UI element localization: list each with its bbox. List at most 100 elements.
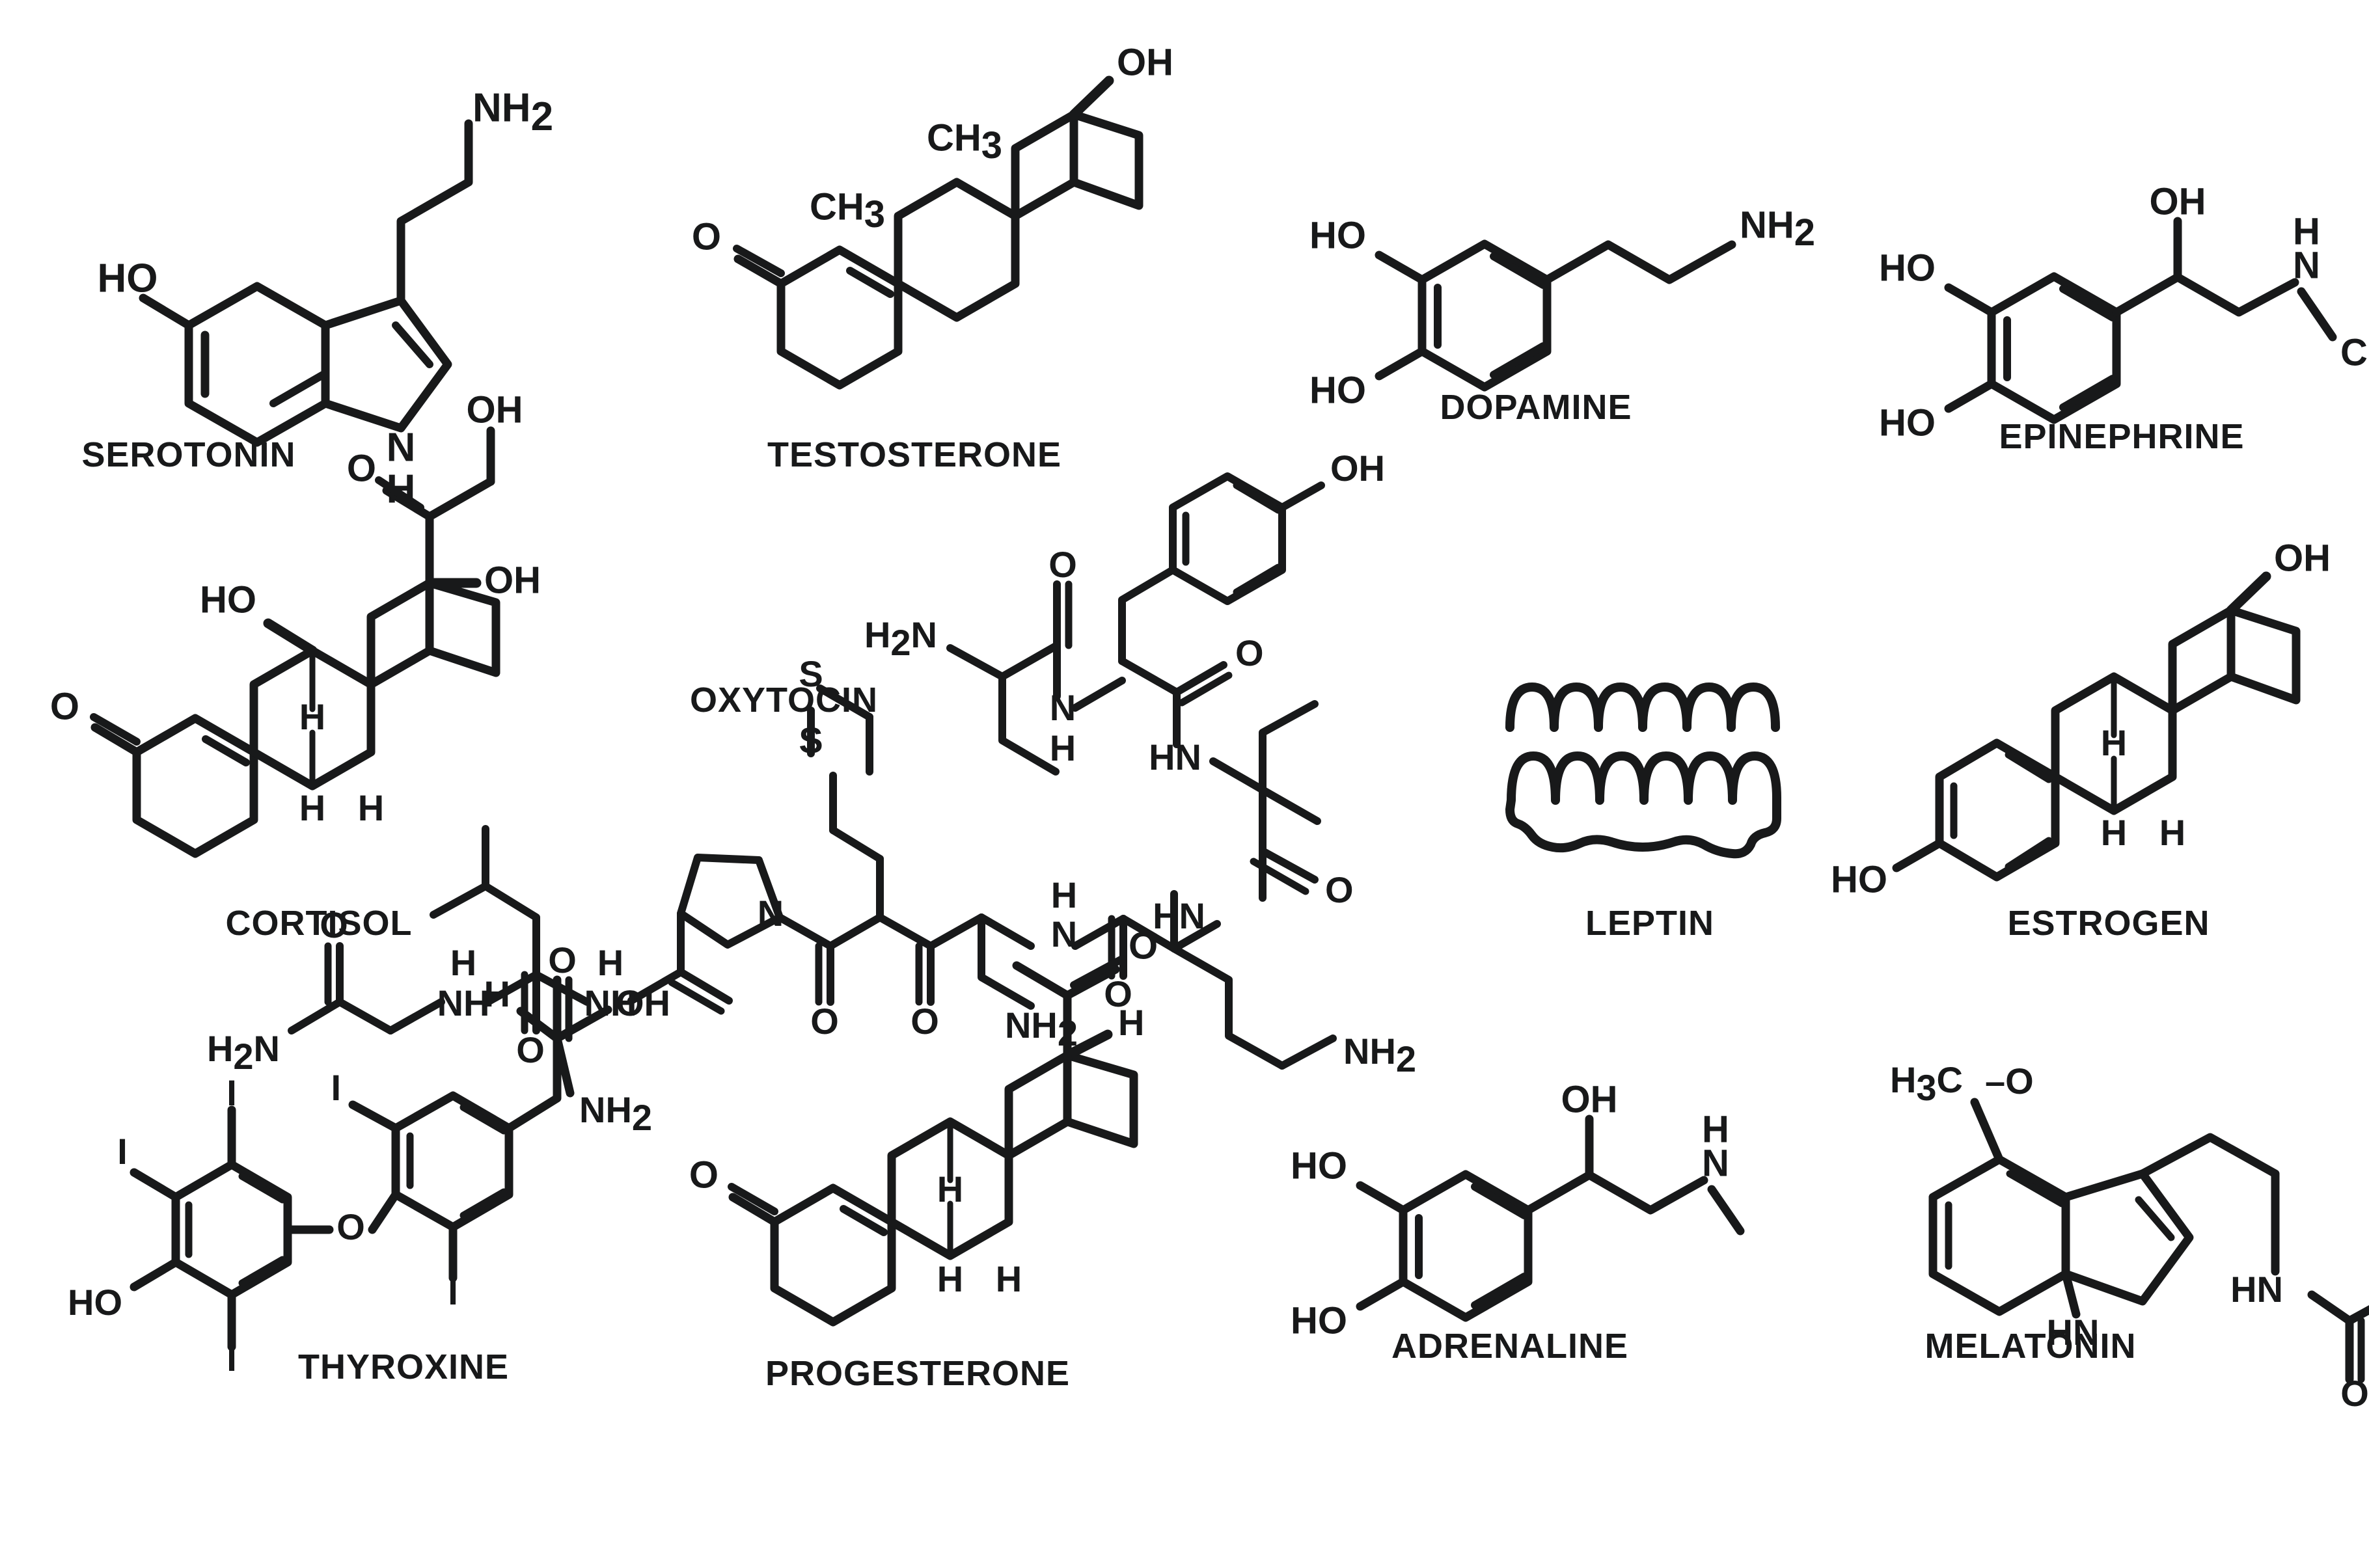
atom-label-o-1: O	[1048, 544, 1077, 585]
atom-label-hn-amide: HN	[2230, 1269, 2283, 1310]
atom-label-h2n-term: H2N	[207, 1028, 280, 1077]
atom-label-h-3: H	[996, 1258, 1022, 1299]
atom-label-h-alpha: H	[484, 973, 510, 1014]
molecule-estrogen: HO OH H H H	[1831, 537, 2331, 911]
atom-label-s-1: S	[799, 720, 823, 761]
atom-label-oh: OH	[1117, 41, 1173, 83]
atom-label-s-2: S	[799, 653, 823, 694]
atom-label-o-2: O	[1235, 632, 1264, 673]
molecule-testosterone: CH3 CH3 OH O	[692, 41, 1173, 436]
atom-label-ho-top: HO	[1309, 214, 1366, 256]
label-cortisol: CORTISOL	[225, 904, 413, 943]
atom-label-nh2-gln: NH2	[1343, 1031, 1416, 1079]
atom-label-o-6: O	[810, 1001, 839, 1042]
atom-label-o-acetyl: O	[1129, 925, 1158, 967]
atom-label-oh: OH	[2150, 180, 2206, 223]
atom-label-o-3: O	[1325, 869, 1354, 910]
atom-label-o-7: O	[516, 1029, 545, 1070]
label-estrogen: ESTROGEN	[2007, 904, 2210, 943]
atom-label-nh2: NH2	[579, 1089, 652, 1138]
atom-label-oh-acid: OH	[616, 982, 670, 1023]
molecule-melatonin: H3C –O HN HN CH3 O	[1887, 1059, 2369, 1414]
atom-label-oh: OH	[1561, 1078, 1618, 1120]
atom-label-n-h: H	[1702, 1108, 1729, 1150]
label-dopamine: DOPAMINE	[1440, 388, 1632, 427]
atom-label-h-1: H	[299, 696, 325, 737]
atom-label-h-2: H	[2101, 812, 2127, 853]
atom-label-hn-indole: HN	[2047, 1312, 2100, 1353]
atom-label-h-2: H	[299, 787, 325, 828]
atom-label-o-carbonyl: O	[347, 447, 376, 489]
atom-label-oh-primary: OH	[467, 388, 523, 431]
atom-label-ho-bottom: HO	[1309, 369, 1366, 411]
atom-label-h-17: H	[1118, 1002, 1144, 1043]
atom-label-o-4: O	[1104, 973, 1132, 1014]
atom-label-ho: HO	[200, 578, 256, 621]
atom-label-oh17: OH	[484, 559, 541, 601]
molecule-oxytocin: OH H2N O N H O HN O HN NH2 O N H NH2 O S…	[207, 448, 1503, 1079]
atom-label-nh2: NH2	[472, 85, 553, 139]
label-thyroxine: THYROXINE	[297, 1347, 510, 1386]
atom-label-h-leu: H	[597, 942, 623, 983]
atom-label-h-1: H	[1050, 727, 1076, 768]
atom-label-o-ketone: O	[689, 1154, 719, 1196]
atom-label-ho-top: HO	[1291, 1144, 1347, 1187]
atom-label-ch3: CH3	[2340, 331, 2369, 381]
molecule-cortisol: O HO OH O OH H H H	[50, 388, 586, 904]
label-melatonin: MELATONIN	[1924, 1327, 2137, 1366]
atom-label-o: O	[692, 215, 721, 258]
atom-label-i-5: I	[448, 1271, 458, 1312]
label-epinephrine: EPINEPHRINE	[1999, 417, 2245, 456]
label-leptin: LEPTIN	[1585, 904, 1714, 943]
atom-label-i-3: I	[226, 1338, 237, 1379]
atom-label-o-carbonyl: O	[548, 939, 577, 980]
atom-label-n: N	[2293, 244, 2320, 286]
atom-label-n-1: N	[1050, 687, 1076, 728]
atom-label-h-gly: H	[450, 942, 476, 983]
atom-label-h-1: H	[937, 1169, 963, 1210]
atom-label-ho: HO	[68, 1282, 122, 1323]
atom-label-h-1: H	[2101, 722, 2127, 763]
atom-label-i-2: I	[226, 1072, 237, 1113]
atom-label-o-ether: O	[336, 1206, 365, 1247]
atom-label-h2n: H2N	[864, 614, 937, 663]
atom-label-ho: HO	[98, 256, 158, 301]
atom-label-h-2: H	[937, 1258, 963, 1299]
molecule-thyroxine: I HO I I O I I H NH2 OH O	[68, 939, 670, 1379]
molecule-dopamine: HO HO NH2	[1309, 204, 1815, 423]
atom-label-hn-1: HN	[1149, 737, 1201, 777]
atom-label-oh: OH	[2274, 537, 2331, 579]
atom-label-n-pro: N	[758, 893, 784, 934]
atom-label-o-5: O	[911, 1001, 939, 1042]
atom-label-o-ether: –O	[1985, 1061, 2034, 1102]
molecule-adrenaline: HO HO OH H N	[1291, 1078, 1745, 1353]
atom-label-ho-bottom: HO	[1291, 1299, 1347, 1342]
atom-label-h-3: H	[358, 787, 384, 828]
atom-label-nh2: NH2	[1740, 204, 1815, 254]
label-oxytocin: OXYTOCIN	[690, 681, 879, 720]
atom-label-n-2: N	[1051, 913, 1077, 954]
atom-label-oh-tyr: OH	[1330, 448, 1385, 489]
atom-label-nh-gly: NH	[437, 982, 490, 1023]
molecule-epinephrine: HO HO OH H N CH3	[1879, 180, 2369, 462]
atom-label-h-2: H	[1051, 874, 1077, 915]
atom-label-o-8: O	[320, 904, 348, 945]
label-serotonin: SEROTONIN	[81, 435, 296, 474]
atom-label-ch3-b: CH3	[927, 116, 1002, 167]
atom-label-hn-2: HN	[1153, 895, 1205, 936]
atom-label-ho: HO	[1831, 858, 1887, 900]
atom-label-i-1: I	[117, 1131, 128, 1172]
atom-label-n-h: H	[2293, 210, 2320, 252]
molecule-leptin	[1497, 677, 1803, 872]
atom-label-h3c: H3C	[1890, 1059, 1963, 1108]
atom-label-ho-bottom: HO	[1879, 401, 1936, 444]
molecule-progesterone: O O H H H H	[689, 925, 1178, 1353]
atom-label-ch3-a: CH3	[810, 185, 885, 236]
atom-label-o-carbonyl: O	[2340, 1373, 2369, 1414]
label-testosterone: TESTOSTERONE	[767, 435, 1062, 474]
atom-label-i-4: I	[331, 1067, 341, 1108]
atom-label-n: N	[1702, 1142, 1729, 1184]
atom-label-ho-top: HO	[1879, 247, 1936, 289]
atom-label-h-3: H	[2159, 812, 2185, 853]
